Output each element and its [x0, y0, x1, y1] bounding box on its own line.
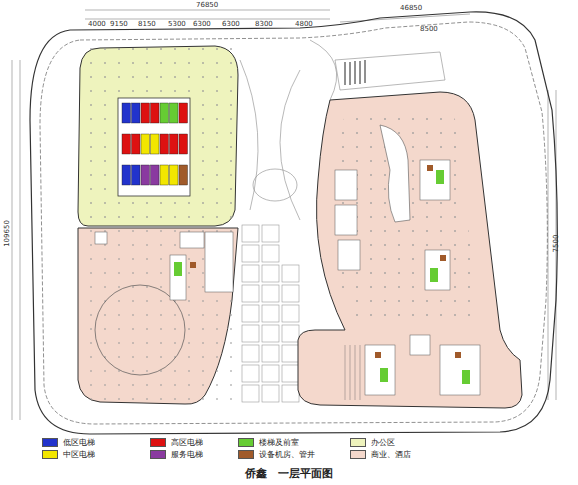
- legend-item: 高区电梯: [150, 437, 203, 448]
- legend-swatch: [350, 438, 366, 447]
- legend-swatch: [42, 438, 58, 447]
- legend-text: 办公区: [371, 437, 395, 448]
- legend-item: 中区电梯: [42, 449, 95, 460]
- dimension-label: 8300: [255, 21, 273, 28]
- legend-text: 设备机房、管井: [259, 449, 315, 460]
- caption: 侨鑫 一层平面图: [245, 466, 334, 481]
- dimension-label: 6300: [193, 21, 211, 28]
- dimension-label: 8150: [138, 21, 156, 28]
- dimension-label: 46850: [400, 5, 422, 12]
- legend-swatch: [150, 450, 166, 459]
- legend-item: 楼梯及前室: [238, 437, 299, 448]
- legend-swatch: [238, 438, 254, 447]
- dimension-label: 9150: [110, 21, 128, 28]
- dimension-label: 6300: [222, 21, 240, 28]
- legend-item: 低区电梯: [42, 437, 95, 448]
- legend-swatch: [150, 438, 166, 447]
- dimension-label: 76850: [196, 2, 218, 9]
- legend-swatch: [350, 450, 366, 459]
- dimension-label: 4000: [88, 21, 106, 28]
- legend-text: 服务电梯: [171, 449, 203, 460]
- legend-item: 办公区: [350, 437, 395, 448]
- legend-item: 服务电梯: [150, 449, 203, 460]
- dimension-label: 8500: [420, 26, 438, 33]
- legend-text: 楼梯及前室: [259, 437, 299, 448]
- dimension-label: 5300: [168, 21, 186, 28]
- legend-text: 商业、酒店: [371, 449, 411, 460]
- legend-swatch: [42, 450, 58, 459]
- legend-item: 商业、酒店: [350, 449, 411, 460]
- legend-text: 高区电梯: [171, 437, 203, 448]
- dimension-label: 7500: [553, 235, 560, 253]
- legend-swatch: [238, 450, 254, 459]
- legend-text: 中区电梯: [63, 449, 95, 460]
- legend-item: 设备机房、管井: [238, 449, 315, 460]
- dimension-label: 109650: [4, 220, 11, 247]
- legend-text: 低区电梯: [63, 437, 95, 448]
- dimension-label: 4800: [295, 21, 313, 28]
